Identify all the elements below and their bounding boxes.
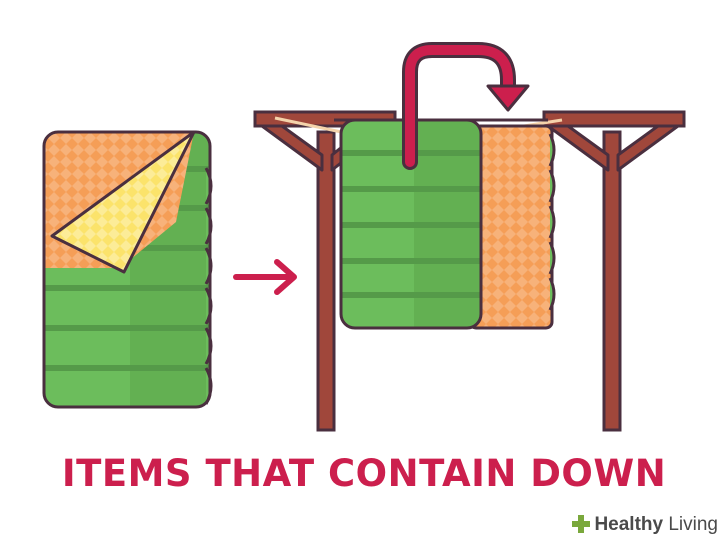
- plus-cross-icon: [572, 515, 591, 533]
- brand-watermark: Healthy Living: [566, 507, 724, 541]
- hanging-sleeping-bag: [334, 118, 556, 330]
- brand-name: Healthy Living: [594, 515, 718, 534]
- brand-name-bold: Healthy: [594, 513, 664, 535]
- open-sleeping-bag: [42, 130, 213, 409]
- drying-rack: [253, 110, 686, 432]
- flip-arrow-icon: [402, 42, 530, 170]
- right-arrow-icon: [233, 259, 297, 295]
- illustration-caption: ITEMS THAT CONTAIN DOWN: [61, 452, 667, 495]
- brand-name-regular: Living: [663, 513, 718, 535]
